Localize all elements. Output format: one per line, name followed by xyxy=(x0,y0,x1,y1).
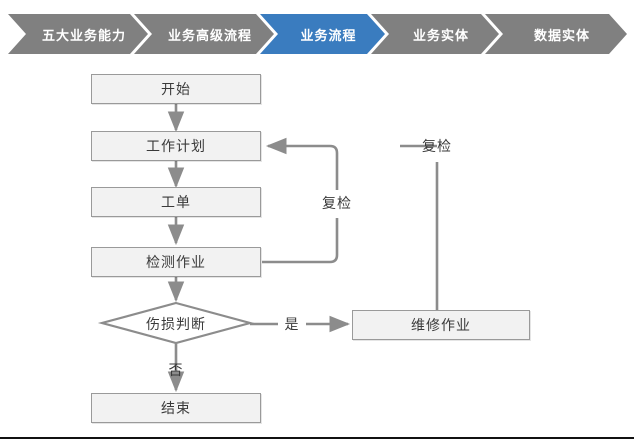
breadcrumb: 五大业务能力 业务高级流程 业务流程 业务实体 数据实体 xyxy=(0,14,634,54)
node-workorder[interactable]: 工单 xyxy=(91,187,261,217)
node-end[interactable]: 结束 xyxy=(91,393,261,423)
edge-label-recheck-outer: 复检 xyxy=(407,135,467,157)
edge-label-recheck-inner: 复检 xyxy=(307,192,367,214)
edge-label-yes: 是 xyxy=(278,313,306,335)
breadcrumb-item-1[interactable]: 五大业务能力 xyxy=(8,14,148,54)
node-workplan[interactable]: 工作计划 xyxy=(91,131,261,161)
node-repair[interactable]: 维修作业 xyxy=(352,310,530,340)
breadcrumb-item-4[interactable]: 业务实体 xyxy=(371,14,499,54)
breadcrumb-item-5-label: 数据实体 xyxy=(533,27,590,43)
breadcrumb-item-1-label: 五大业务能力 xyxy=(41,27,126,43)
breadcrumb-item-3[interactable]: 业务流程 xyxy=(260,14,385,54)
edge-label-recheck-outer-text: 复检 xyxy=(422,138,452,154)
breadcrumb-item-2-label: 业务高级流程 xyxy=(167,27,252,43)
breadcrumb-item-4-label: 业务实体 xyxy=(412,27,469,43)
breadcrumb-item-3-label: 业务流程 xyxy=(300,27,357,43)
node-start[interactable]: 开始 xyxy=(91,74,261,104)
edge-recheck-inner-lower xyxy=(262,218,339,264)
node-start-label: 开始 xyxy=(161,81,191,97)
breadcrumb-item-5[interactable]: 数据实体 xyxy=(485,14,627,54)
node-repair-label: 维修作业 xyxy=(411,317,471,333)
edge-label-recheck-inner-text: 复检 xyxy=(322,195,352,211)
breadcrumb-item-2[interactable]: 业务高级流程 xyxy=(134,14,274,54)
node-workplan-label: 工作计划 xyxy=(146,138,206,154)
edge-label-no-text: 否 xyxy=(168,362,184,378)
node-end-label: 结束 xyxy=(161,400,191,416)
node-decision-shape xyxy=(97,301,255,345)
node-inspect-label: 检测作业 xyxy=(146,254,206,270)
edge-label-yes-text: 是 xyxy=(284,316,300,332)
edge-label-no: 否 xyxy=(162,359,190,381)
node-inspect[interactable]: 检测作业 xyxy=(91,247,261,277)
edge-recheck-inner-upper xyxy=(265,137,339,190)
node-workorder-label: 工单 xyxy=(161,194,191,210)
